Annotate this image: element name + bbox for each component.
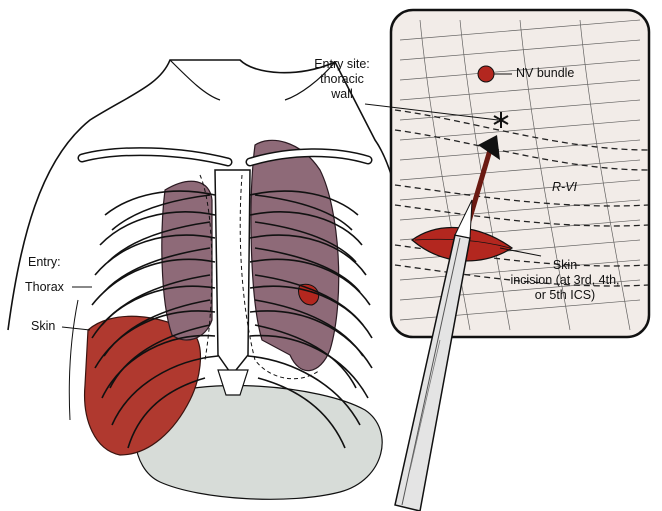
nv-bundle-marker — [477, 65, 495, 83]
entry-label: Entry: — [28, 255, 61, 269]
xiphoid — [217, 369, 249, 396]
right-clavicle-inner — [79, 148, 231, 165]
skin-label: Skin — [31, 319, 56, 333]
skin-incision-label-1: Skin — [552, 258, 578, 272]
needle-syringe — [394, 199, 473, 511]
entry-site-label-2: thoracic — [320, 72, 364, 86]
skin-leader — [61, 326, 91, 331]
pleura-outline — [199, 174, 321, 380]
entry-site-label-3: wall — [331, 87, 353, 101]
right-lung — [161, 180, 213, 341]
neck-right — [284, 61, 336, 101]
entry-site-leader — [364, 103, 499, 121]
direction-arrowhead — [478, 135, 500, 160]
skin-incision-label-2: incision (at 3rd, 4th, — [510, 273, 620, 287]
neck-left — [169, 59, 221, 101]
sternum — [214, 169, 251, 377]
skin-incision-label-3: or 5th ICS) — [534, 288, 596, 302]
entry-site-label-1: Entry site: — [314, 57, 370, 71]
left-ribs — [247, 190, 373, 449]
body-wall-line — [68, 299, 79, 421]
thorax-label: Thorax — [25, 280, 64, 294]
left-clavicle-inner — [247, 149, 371, 165]
nv-bundle-label: NV bundle — [516, 66, 575, 80]
entry-site-asterisk — [493, 112, 509, 128]
stomach — [134, 384, 383, 500]
rib-label: R-VI — [552, 180, 577, 194]
right-ribs — [91, 190, 219, 449]
